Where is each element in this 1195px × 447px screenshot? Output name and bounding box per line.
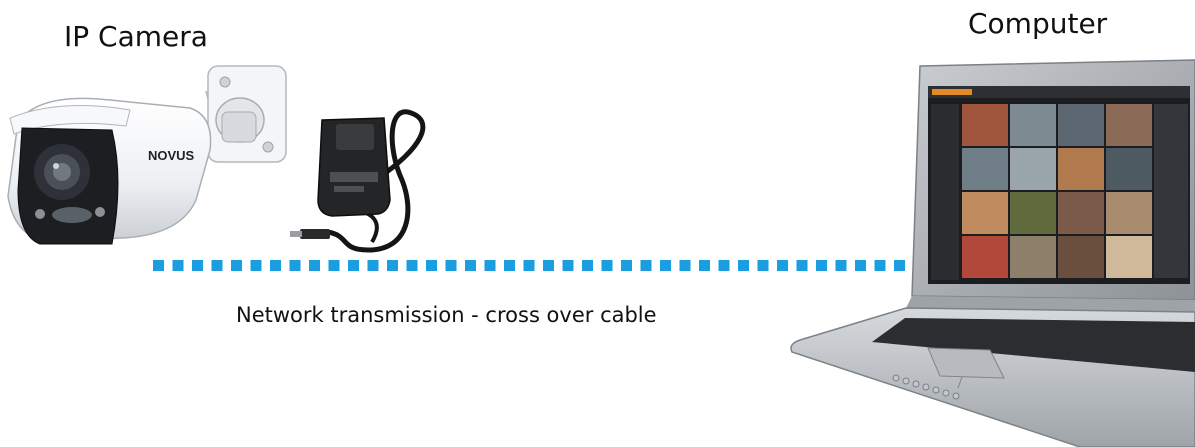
- network-line-dot: [251, 260, 262, 271]
- network-line-dot: [641, 260, 652, 271]
- network-line-dot: [212, 260, 223, 271]
- network-line-dot: [446, 260, 457, 271]
- network-line-dot: [758, 260, 769, 271]
- network-line-dot: [173, 260, 184, 271]
- network-line-dot: [407, 260, 418, 271]
- network-line-dot: [719, 260, 730, 271]
- network-line-dot: [231, 260, 242, 271]
- network-line-dot: [816, 260, 827, 271]
- network-line-dot: [387, 260, 398, 271]
- network-line-dot: [348, 260, 359, 271]
- network-line-dot: [504, 260, 515, 271]
- network-line-dot: [699, 260, 710, 271]
- network-line-dot: [660, 260, 671, 271]
- network-line-dot: [894, 260, 905, 271]
- network-transmission-label: Network transmission - cross over cable: [236, 303, 657, 327]
- ip-camera: NOVUS: [8, 66, 286, 244]
- network-line-dot: [192, 260, 203, 271]
- network-line-dot: [855, 260, 866, 271]
- network-line-dot: [270, 260, 281, 271]
- network-line-dot: [797, 260, 808, 271]
- laptop-computer: [791, 60, 1195, 447]
- network-line-dot: [738, 260, 749, 271]
- network-line-dot: [368, 260, 379, 271]
- network-line-dot: [602, 260, 613, 271]
- network-line-dot: [563, 260, 574, 271]
- camera-brand-logo: NOVUS: [148, 148, 195, 163]
- network-line-dot: [875, 260, 886, 271]
- network-line-dot: [153, 260, 164, 271]
- network-line-dot: [680, 260, 691, 271]
- network-line-dot: [329, 260, 340, 271]
- network-line-dot: [836, 260, 847, 271]
- network-line-dot: [621, 260, 632, 271]
- network-line-dot: [465, 260, 476, 271]
- network-line-dot: [543, 260, 554, 271]
- network-line-dot: [309, 260, 320, 271]
- network-connection-line: [153, 260, 905, 271]
- network-line-dot: [777, 260, 788, 271]
- network-line-dot: [485, 260, 496, 271]
- power-adapter: [290, 112, 423, 250]
- network-line-dot: [582, 260, 593, 271]
- network-line-dot: [426, 260, 437, 271]
- network-line-dot: [290, 260, 301, 271]
- network-line-dot: [524, 260, 535, 271]
